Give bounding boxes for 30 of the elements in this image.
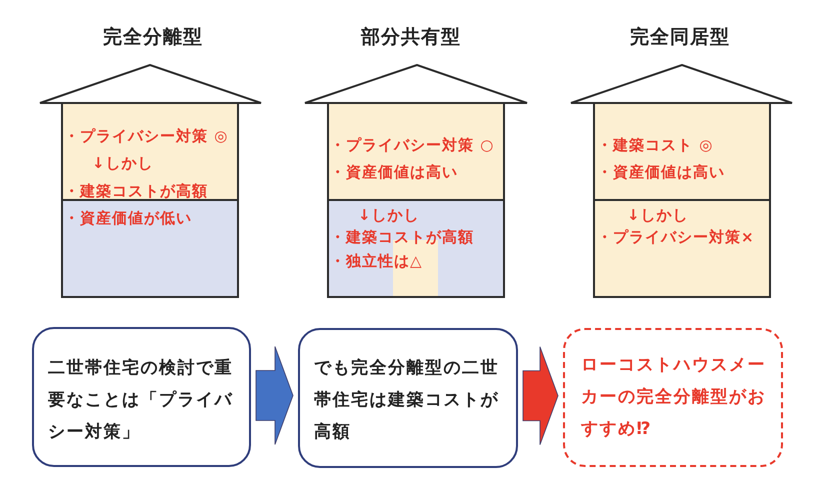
note-text: ・建築コストが高額 bbox=[64, 181, 208, 201]
house-title: 完全同居型 bbox=[630, 26, 730, 48]
note-text: ・資産価値は高い bbox=[330, 162, 458, 182]
note-text: ・プライバシー対策× bbox=[597, 227, 755, 247]
lower-floor bbox=[329, 201, 503, 296]
upper-floor bbox=[595, 104, 769, 201]
message-box bbox=[32, 327, 251, 467]
message-text: ローコストハウスメーカーの完全分離型がおすすめ⁉ bbox=[581, 354, 767, 441]
house-title: 完全分離型 bbox=[103, 26, 203, 48]
note-text: ↓しかし bbox=[358, 205, 420, 225]
house-title: 部分共有型 bbox=[361, 26, 461, 48]
note-text: ・資産価値が低い bbox=[64, 208, 192, 228]
note-text: ・建築コスト ◎ bbox=[597, 135, 714, 155]
message-box bbox=[298, 328, 518, 468]
note-text: ・プライバシー対策 ○ bbox=[330, 135, 494, 155]
message-box bbox=[563, 328, 783, 467]
upper-floor bbox=[329, 104, 503, 201]
message-text: 二世帯住宅の検討で重要なことは「プライバシー対策」 bbox=[48, 357, 234, 444]
note-text: ・建築コストが高額 bbox=[330, 227, 474, 247]
note-text: ↓しかし bbox=[627, 205, 689, 225]
note-text: ・独立性は△ bbox=[330, 251, 423, 271]
note-text: ・資産価値は高い bbox=[597, 162, 725, 182]
lower-floor bbox=[63, 201, 237, 296]
note-text: ↓しかし bbox=[92, 153, 154, 173]
lower-floor bbox=[595, 201, 769, 296]
block-arrow bbox=[256, 346, 294, 445]
message-text: でも完全分離型の二世帯住宅は建築コストが高額 bbox=[314, 357, 500, 444]
note-text: ・プライバシー対策 ◎ bbox=[64, 126, 228, 146]
block-arrow bbox=[522, 346, 558, 446]
upper-floor bbox=[63, 104, 237, 201]
